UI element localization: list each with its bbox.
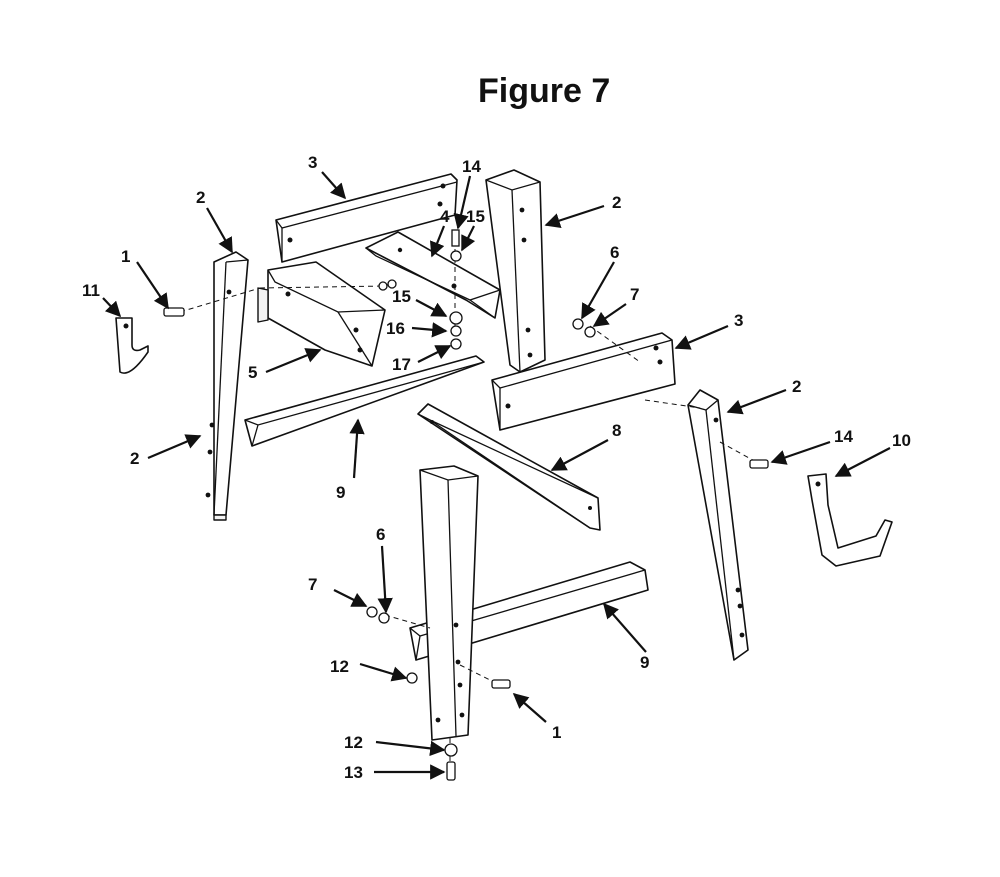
callout-15-mid: 15 <box>392 287 411 306</box>
washer-7-upper <box>584 326 596 338</box>
nut-6-upper <box>572 318 584 330</box>
part-2-rear-leg <box>485 169 546 373</box>
nut-6-lower <box>378 612 390 624</box>
part-9-upper-brace <box>244 355 485 447</box>
part-2-front-leg <box>419 465 479 741</box>
callout-13: 13 <box>344 763 363 782</box>
callout-9-upper: 9 <box>336 483 345 502</box>
leader-lines <box>102 171 891 780</box>
part-5-bracket <box>257 261 386 367</box>
lockwasher-16 <box>450 325 462 337</box>
part-3-upper-rail <box>275 173 458 263</box>
callout-7-upper: 7 <box>630 285 639 304</box>
bolt-14-right <box>749 459 769 469</box>
callout-labels: 3 2 1 11 5 2 14 4 15 15 16 17 2 6 7 3 2 … <box>82 153 911 782</box>
part-2-left-leg <box>205 251 249 521</box>
callout-9-lower: 9 <box>640 653 649 672</box>
callout-15-top: 15 <box>466 207 485 226</box>
callout-12-lower: 12 <box>344 733 363 752</box>
screw-1-left <box>163 307 185 317</box>
screw-1-lower <box>491 679 511 689</box>
hardware <box>163 229 769 781</box>
part-4-angled-bracket <box>365 231 501 319</box>
callout-16: 16 <box>386 319 405 338</box>
callout-2-left-bottom: 2 <box>130 449 139 468</box>
callout-14-top: 14 <box>462 157 481 176</box>
part-8-brace <box>417 403 601 531</box>
part-11-hook <box>115 317 149 374</box>
callout-11: 11 <box>82 281 100 300</box>
callout-2-left-top: 2 <box>196 188 205 207</box>
bolt-14-top <box>451 229 460 247</box>
callout-12-upper: 12 <box>330 657 349 676</box>
figure-title: Figure 7 <box>478 72 610 110</box>
part-10-hook <box>807 473 893 567</box>
callout-5: 5 <box>248 363 257 382</box>
part-2-right-leg <box>687 389 749 661</box>
callout-17: 17 <box>392 355 411 374</box>
callout-3-top: 3 <box>308 153 317 172</box>
callout-7-lower: 7 <box>308 575 317 594</box>
callout-2-rear: 2 <box>612 193 621 212</box>
callout-10: 10 <box>892 431 911 450</box>
callout-14-right: 14 <box>834 427 853 446</box>
nut-17 <box>450 338 462 350</box>
callout-6-upper: 6 <box>610 243 619 262</box>
callout-6-lower: 6 <box>376 525 385 544</box>
callout-1-left: 1 <box>121 247 130 266</box>
part-3-side-rail <box>491 332 676 431</box>
washer-15 <box>449 311 463 325</box>
nut-upper <box>378 281 388 291</box>
callout-2-right: 2 <box>792 377 801 396</box>
nut-upper-2 <box>387 279 397 289</box>
callout-3-right: 3 <box>734 311 743 330</box>
callout-1-lower: 1 <box>552 723 561 742</box>
washer-15-top <box>450 250 462 262</box>
callout-4: 4 <box>440 207 450 226</box>
bolt-13 <box>446 761 456 781</box>
nut-12-upper <box>406 672 418 684</box>
washer-7-lower <box>366 606 378 618</box>
callout-8: 8 <box>612 421 621 440</box>
nut-12-lower <box>444 743 458 757</box>
